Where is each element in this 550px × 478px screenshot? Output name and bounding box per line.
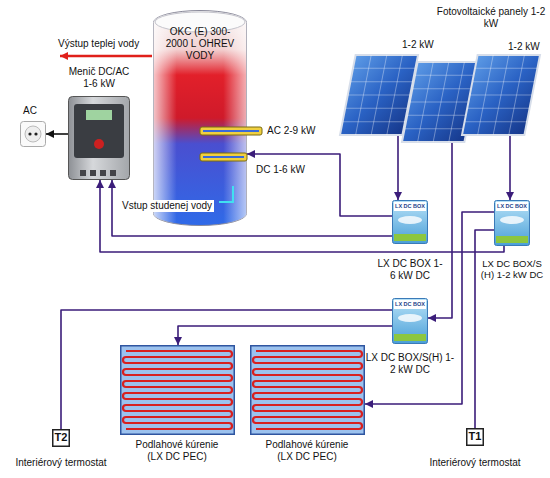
node-heading: Podlahové kúrenie (LX DC PEC) — [257, 439, 357, 463]
cell-line — [467, 108, 529, 109]
mat — [251, 346, 365, 435]
cell-line — [470, 94, 532, 95]
node-heading: LX DC BOX 1-6 kW DC — [376, 258, 444, 282]
node-outline — [68, 96, 130, 180]
connector — [509, 135, 511, 200]
node-outline — [340, 55, 418, 135]
thermostat-box: T1Interiérový termostat — [466, 428, 484, 446]
node-heading: 1-2 kW — [508, 41, 544, 53]
box-body — [393, 201, 428, 244]
node-heading: LX DC BOX/S(H) 1-2 kW DC — [365, 352, 455, 376]
cell-line — [348, 94, 410, 95]
dc-box: LX DC BOXLX DC BOX/S (H) 1-2 kW DC — [494, 200, 530, 246]
socket-hole — [28, 132, 31, 135]
node-outline — [120, 345, 235, 435]
cable-gland — [80, 170, 86, 176]
socket-plate — [21, 122, 46, 147]
node-heading: Interiérový termostat — [2, 457, 120, 469]
node-outline — [250, 345, 365, 435]
cell-line — [415, 75, 477, 76]
inverter-body — [69, 97, 130, 180]
tank-shading — [154, 11, 247, 226]
heating-element — [200, 153, 247, 161]
box-cloud — [500, 216, 524, 224]
cell-line — [472, 81, 534, 82]
water-tank: OKC (E) 300-2000 L OHREV VODY — [153, 10, 247, 226]
annotation-label: AC 2-9 kW — [267, 125, 331, 137]
connector — [428, 142, 452, 318]
inverter-switch — [94, 139, 104, 149]
heating-element — [200, 127, 262, 135]
inverter-front — [74, 104, 124, 158]
ac-socket: AC — [20, 121, 46, 147]
dc-box: LX DC BOXLX DC BOX/S(H) 1-2 kW DC — [392, 298, 428, 344]
node-text: T2 — [52, 431, 70, 444]
annotation-label: DC 1-6 kW — [256, 164, 320, 176]
node-heading: 1-2 kW — [402, 39, 442, 51]
dc-box: LX DC BOXLX DC BOX 1-6 kW DC — [392, 200, 428, 244]
node-outline — [20, 121, 46, 147]
heating-pipe — [123, 351, 232, 429]
cable-gland — [100, 170, 106, 176]
inverter-display — [86, 110, 112, 120]
tank-body — [154, 11, 247, 226]
connector — [46, 133, 68, 135]
box-green-band — [394, 234, 426, 241]
heating-element-core — [203, 130, 259, 132]
node-heading: LX DC BOX/S (H) 1-2 kW DC — [476, 258, 548, 281]
cell-line — [350, 81, 412, 82]
node-heading: Interiérový termostat — [416, 457, 534, 469]
thermostat-frame — [53, 430, 70, 447]
cold-water-pipe — [219, 186, 233, 202]
connector — [61, 310, 392, 429]
pv-panel: 1-2 kW — [340, 55, 418, 135]
node-text: LX DC BOX — [392, 301, 428, 308]
cell-line — [410, 101, 472, 102]
connector — [178, 326, 392, 345]
heating-element-core — [203, 156, 244, 158]
cell-line — [345, 108, 407, 109]
cell-line — [412, 88, 474, 89]
floor-heating-mat: Podlahové kúrenie (LX DC PEC) — [250, 345, 365, 435]
pv-cells — [462, 55, 540, 135]
connector — [247, 154, 392, 216]
node-text: LX DC BOX — [392, 203, 428, 210]
node-outline — [462, 55, 540, 135]
cell-line — [405, 128, 467, 129]
cell-line — [465, 121, 527, 122]
box-cloud — [398, 216, 422, 224]
pv-cells — [340, 55, 418, 135]
node-heading: Fotovoltaické panely 1-2 kW — [436, 6, 546, 30]
cell-line — [343, 121, 405, 122]
node-heading: AC — [23, 105, 47, 117]
annotation-label: Vstup studenej vody — [120, 200, 214, 212]
socket-face — [25, 126, 41, 142]
mat — [121, 346, 235, 435]
node-heading: Menič DC/AC 1-6 kW — [63, 66, 135, 90]
box-green-band — [394, 334, 426, 341]
floor-heating-mat: Podlahové kúrenie (LX DC PEC) — [120, 345, 235, 435]
cable-gland — [90, 170, 96, 176]
cable-gland — [110, 170, 116, 176]
pv-panel: 1-2 kW — [462, 55, 540, 135]
node-text: OKC (E) 300-2000 L OHREV VODY — [164, 26, 236, 62]
heating-pipe — [253, 351, 362, 429]
box-body — [393, 299, 428, 344]
cell-line — [353, 68, 415, 69]
annotation-label: Výstup teplej vody — [58, 38, 158, 50]
thermostat-frame — [467, 429, 484, 446]
connector — [397, 135, 399, 200]
inverter-device: Menič DC/AC 1-6 kW — [68, 96, 130, 180]
box-green-band — [496, 236, 528, 243]
box-body — [495, 201, 530, 246]
node-text: LX DC BOX — [494, 203, 530, 210]
box-cloud — [398, 314, 422, 322]
cell-line — [407, 115, 469, 116]
node-text: T1 — [466, 430, 484, 443]
node-heading: Podlahové kúrenie (LX DC PEC) — [127, 439, 227, 463]
socket-hole — [34, 132, 37, 135]
hot-water-arrow — [60, 55, 152, 58]
cell-line — [475, 68, 537, 69]
thermostat-box: T2Interiérový termostat — [52, 429, 70, 447]
